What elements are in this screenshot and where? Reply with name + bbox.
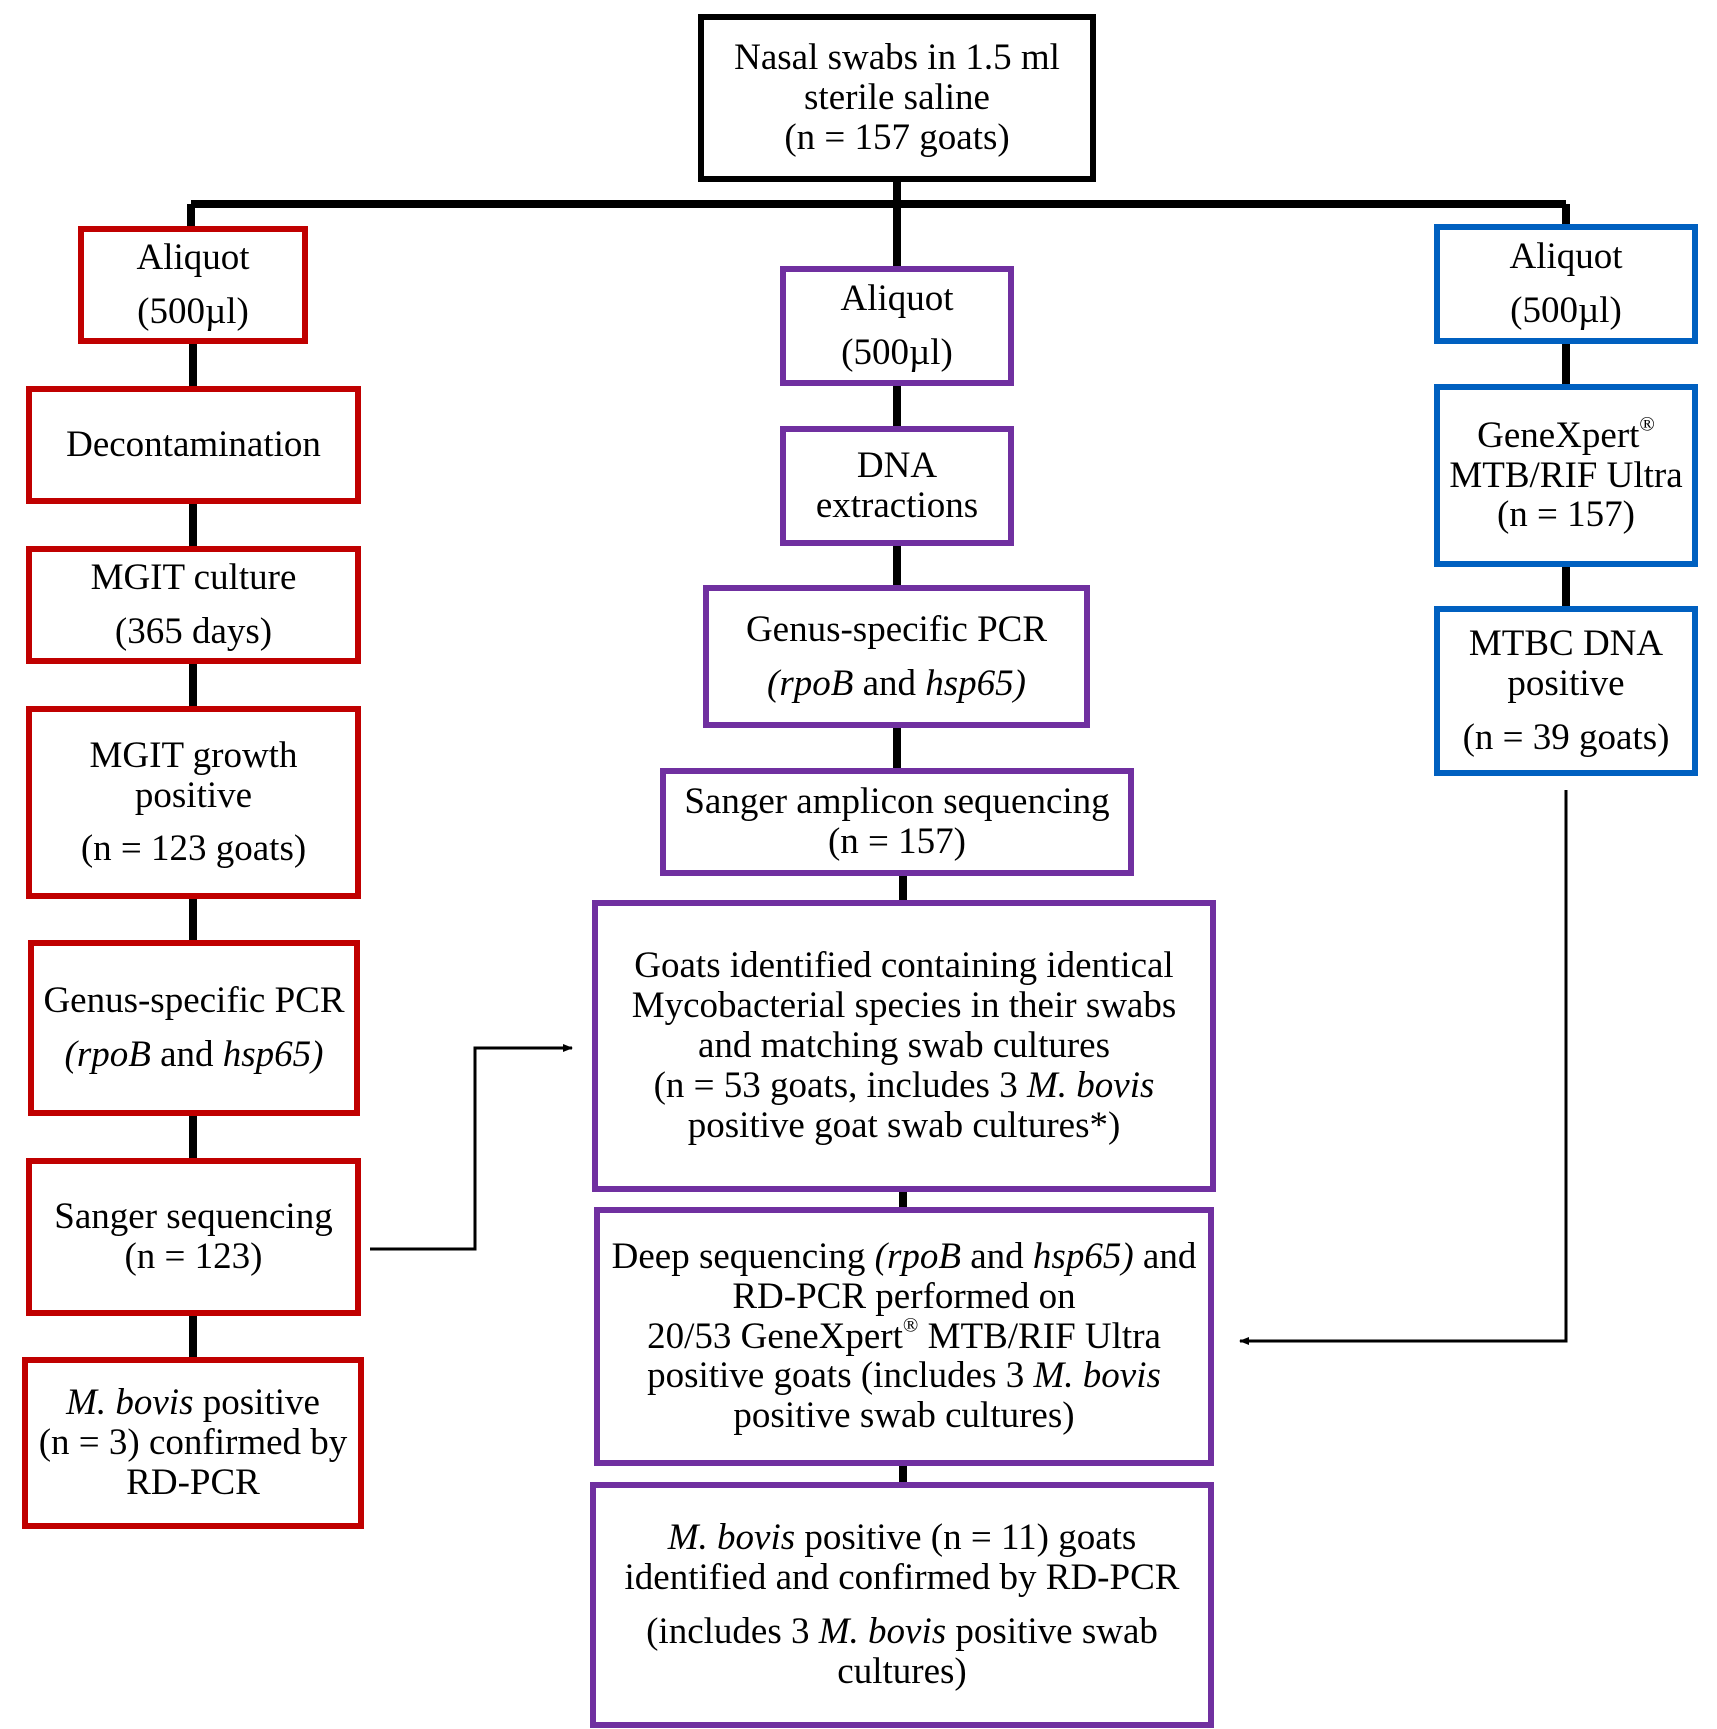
left-bovis-line1: M. bovis positive xyxy=(66,1382,320,1424)
identified-line5: positive goat swab cultures*) xyxy=(687,1104,1121,1146)
mgit-culture-label: MGIT culture xyxy=(90,557,297,599)
root-line3: (n = 157 goats) xyxy=(784,116,1010,158)
middle-genus-pcr-genes: (rpoB and hsp65) xyxy=(767,662,1026,704)
final-line2: identified and confirmed by RD-PCR xyxy=(624,1557,1180,1599)
middle-aliquot-label: Aliquot xyxy=(840,278,954,320)
identified-line2: Mycobacterial species in their swabs xyxy=(631,985,1177,1027)
identified-goats-box: Goats identified containing identical My… xyxy=(592,900,1216,1192)
mgit-growth-line1: MGIT growth xyxy=(89,734,298,776)
genexpert-line2: MTB/RIF Ultra xyxy=(1449,454,1683,496)
sanger-amplicon-title: Sanger amplicon sequencing xyxy=(684,781,1110,823)
left-aliquot-volume: (500µl) xyxy=(137,291,249,332)
identified-line1: Goats identified containing identical xyxy=(634,945,1174,987)
mgit-culture-box: MGIT culture (365 days) xyxy=(26,546,361,664)
sanger-to-identified-arrow xyxy=(370,1044,573,1251)
left-bovis-box: M. bovis positive (n = 3) confirmed by R… xyxy=(22,1357,364,1529)
mgit-culture-duration: (365 days) xyxy=(114,611,273,652)
deep-line3: 20/53 GeneXpert® MTB/RIF Ultra xyxy=(647,1314,1161,1357)
right-aliquot-volume: (500µl) xyxy=(1510,290,1622,331)
nasal-swab-box: Nasal swabs in 1.5 ml sterile saline (n … xyxy=(698,14,1096,182)
left-aliquot-label: Aliquot xyxy=(136,237,250,279)
left-sanger-box: Sanger sequencing (n = 123) xyxy=(26,1158,361,1316)
right-aliquot-label: Aliquot xyxy=(1509,236,1623,278)
left-bovis-line3: RD-PCR xyxy=(126,1461,260,1503)
middle-aliquot-volume: (500µl) xyxy=(841,332,953,373)
final-bovis-box: M. bovis positive (n = 11) goats identif… xyxy=(590,1482,1214,1728)
deep-line2: RD-PCR performed on xyxy=(732,1275,1076,1317)
final-line3: (includes 3 M. bovis positive swab xyxy=(646,1611,1158,1652)
deep-line5: positive swab cultures) xyxy=(733,1395,1075,1437)
mtbc-box: MTBC DNA positive (n = 39 goats) xyxy=(1434,606,1698,776)
left-genus-pcr-title: Genus-specific PCR xyxy=(43,980,345,1022)
deep-sequencing-box: Deep sequencing (rpoB and hsp65) and RD-… xyxy=(594,1207,1214,1466)
mtbc-line2: positive xyxy=(1507,663,1625,705)
mgit-growth-line2: positive xyxy=(134,774,253,816)
middle-genus-pcr-box: Genus-specific PCR (rpoB and hsp65) xyxy=(703,585,1090,728)
left-sanger-title: Sanger sequencing xyxy=(54,1196,333,1238)
identified-line4: (n = 53 goats, includes 3 M. bovis xyxy=(653,1064,1155,1106)
deep-line4: positive goats (includes 3 M. bovis xyxy=(647,1355,1161,1397)
mtbc-count: (n = 39 goats) xyxy=(1462,716,1670,758)
root-line2: sterile saline xyxy=(804,77,990,119)
mtbc-line1: MTBC DNA xyxy=(1468,623,1664,665)
genexpert-line1: GeneXpert® xyxy=(1477,413,1655,456)
left-sanger-count: (n = 123) xyxy=(124,1236,263,1277)
final-line1: M. bovis positive (n = 11) goats xyxy=(667,1517,1137,1559)
root-line1: Nasal swabs in 1.5 ml xyxy=(734,37,1060,79)
deep-line1: Deep sequencing (rpoB and hsp65) and xyxy=(611,1235,1197,1277)
dna-extraction-box: DNA extractions xyxy=(780,426,1014,546)
mtbc-to-deep-arrow xyxy=(1239,790,1568,1345)
right-aliquot-box: Aliquot (500µl) xyxy=(1434,224,1698,344)
identified-line3: and matching swab cultures xyxy=(697,1025,1111,1067)
decontamination-label: Decontamination xyxy=(66,424,321,466)
left-aliquot-box: Aliquot (500µl) xyxy=(78,226,308,344)
genexpert-box: GeneXpert® MTB/RIF Ultra (n = 157) xyxy=(1434,384,1698,567)
middle-aliquot-box: Aliquot (500µl) xyxy=(780,266,1014,386)
genexpert-count: (n = 157) xyxy=(1496,494,1635,536)
sanger-amplicon-box: Sanger amplicon sequencing (n = 157) xyxy=(660,768,1134,876)
dna-line1: DNA xyxy=(856,445,938,487)
sanger-amplicon-count: (n = 157) xyxy=(827,821,966,862)
mgit-growth-count: (n = 123 goats) xyxy=(80,828,307,870)
left-bovis-line2: (n = 3) confirmed by xyxy=(38,1422,348,1464)
dna-line2: extractions xyxy=(815,485,979,526)
left-genus-pcr-box: Genus-specific PCR (rpoB and hsp65) xyxy=(28,940,360,1116)
middle-genus-pcr-title: Genus-specific PCR xyxy=(745,608,1048,650)
left-genus-pcr-genes: (rpoB and hsp65) xyxy=(64,1034,324,1075)
final-line4: cultures) xyxy=(837,1650,967,1692)
decontamination-box: Decontamination xyxy=(26,386,361,504)
mgit-growth-box: MGIT growth positive (n = 123 goats) xyxy=(26,706,361,899)
